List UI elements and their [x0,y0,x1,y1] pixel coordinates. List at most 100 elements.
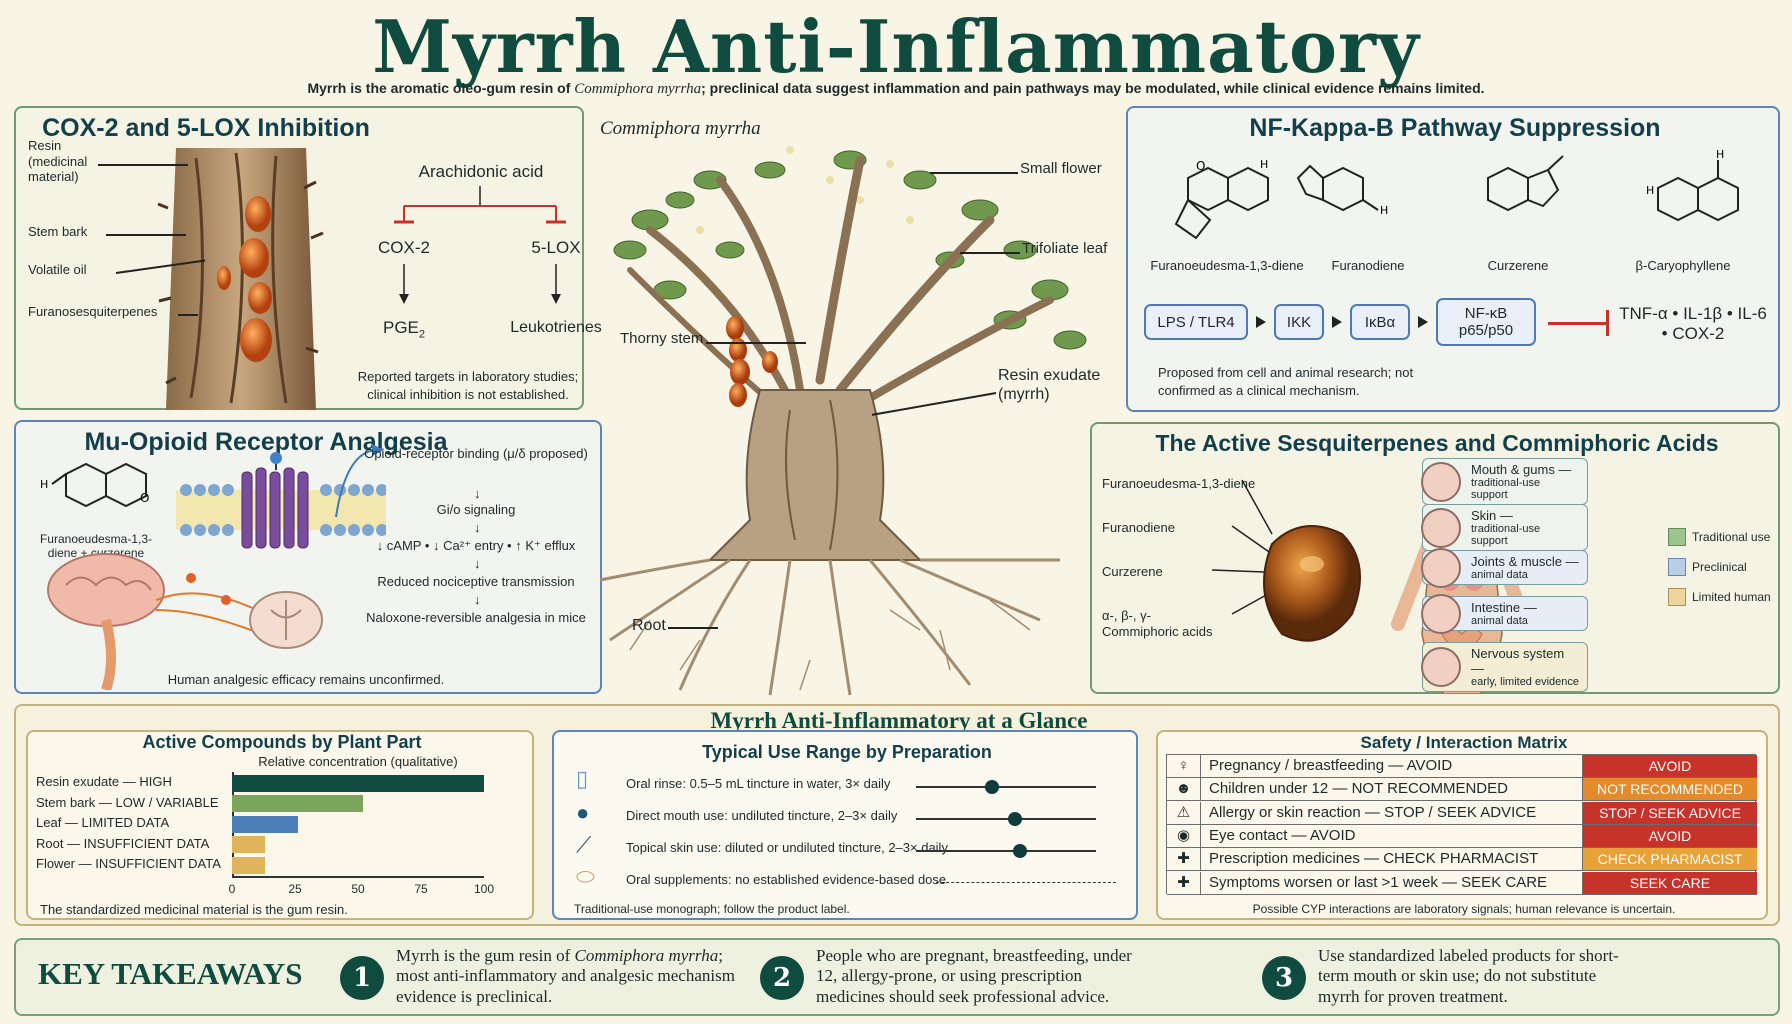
subtitle-pre: Myrrh is the aromatic oleo-gum resin of [307,80,575,96]
nfkb-compound-3: Curzerene [1487,258,1549,273]
organ-name: Mouth & gums — [1471,462,1572,477]
opioid-step-1: Opioid-receptor binding (μ/δ proposed) [364,446,588,461]
step-arrow: ↓ [474,486,481,501]
label-resin-exudate: Resin exudate (myrrh) [998,367,1101,404]
takeaway-number-1: 1 [340,956,384,1000]
organ-joints: Joints & muscle — animal data [1421,547,1588,588]
safety-title: Safety / Interaction Matrix [1360,733,1568,752]
label-trifoliate-leaf: Trifoliate leaf [1022,240,1108,257]
sesquiterpenes-panel: The Active Sesquiterpenes and Commiphori… [1090,422,1780,694]
organ-evidence: traditional-use support [1471,477,1541,501]
takeaway-text-2: People who are pregnant, breastfeeding, … [816,946,1132,1006]
cox-panel: COX-2 and 5-LOX Inhibition Resin (medici… [14,106,602,410]
subtitle-post: ; preclinical data suggest inflammation … [701,80,1485,96]
safety-icon: ✚ [1167,871,1201,894]
safety-text: Allergy or skin reaction — STOP / SEEK A… [1201,801,1583,824]
takeaway-1-pre: Myrrh is the gum resin of [396,946,575,965]
organ-evidence: animal data [1471,615,1528,627]
bar [232,836,265,853]
sesq-compound-4: α-, β-, γ- Commiphoric acids [1102,608,1213,639]
use-row-4: Oral supplements: no established evidenc… [626,872,947,887]
enzyme-cox2: COX-2 [378,238,430,257]
chart-note: The standardized medicinal material is t… [40,902,348,917]
organ-evidence: early, limited evidence [1471,676,1580,688]
opioid-step-3: ↓ cAMP • ↓ Ca²⁺ entry • ↑ K⁺ efflux [376,538,576,553]
takeaway-1-post: ; most anti-inflammatory and analgesic m… [396,946,735,1006]
receptor-membrane-illustration [176,452,386,549]
safety-row: ⚠Allergy or skin reaction — STOP / SEEK … [1167,801,1757,825]
opioid-title: Mu-Opioid Receptor Analgesia [84,428,448,456]
bar [232,774,484,792]
svg-text:O: O [1196,159,1205,173]
svg-text:O: O [140,491,149,505]
brain-icon [1421,647,1461,687]
step-arrow: ↓ [474,592,481,607]
intestine-icon [1421,593,1461,634]
safety-status: AVOID [1583,824,1757,847]
safety-icon: ◉ [1167,824,1201,847]
curved-arrow [335,444,384,518]
organ-name: Intestine — [1471,600,1537,615]
product-pge2: PGE2 [364,318,444,342]
safety-status: AVOID [1583,755,1757,777]
nfkb-title: NF-Kappa-B Pathway Suppression [1249,114,1661,142]
organ-evidence: traditional-use support [1471,523,1541,547]
opioid-note: Human analgesic efficacy remains unconfi… [167,672,445,687]
organ-name: Skin — [1471,508,1513,523]
takeaway-number-3: 3 [1262,956,1306,1000]
molecule-furanoeudesma: H O [40,462,149,508]
svg-text:H: H [40,478,48,491]
safety-row: ✚Prescription medicines — CHECK PHARMACI… [1167,848,1757,872]
use-row-1: Oral rinse: 0.5–5 mL tincture in water, … [626,776,891,791]
takeaways-panel: KEY TAKEAWAYS 1 Myrrh is the gum resin o… [14,938,1780,1016]
pge-sub: 2 [418,328,426,341]
organ-nervous-system: Nervous system — early, limited evidence [1421,642,1588,692]
brain-spine-illustration [47,553,323,690]
safety-note: Possible CYP interactions are laboratory… [1252,902,1676,916]
bar [232,815,298,833]
nfkb-compound-4: β-Caryophyllene [1635,258,1731,273]
leader-line [930,172,1018,174]
nfkb-molecules: O H H H H [1174,148,1739,240]
legend-swatch-preclinical [1668,558,1686,576]
bar [232,856,265,874]
x-tick-label: 0 [228,882,236,896]
safety-status: SEEK CARE [1583,871,1757,894]
page-subtitle: Myrrh is the aromatic oleo-gum resin of … [0,80,1792,98]
label-volatile-oil: Volatile oil [28,262,87,277]
bar-label: Leaf — LIMITED DATA [36,815,170,830]
x-tick-label: 25 [288,882,302,896]
sesq-compound-3: Curzerene [1102,564,1163,579]
enzyme-5lox: 5-LOX [531,238,581,257]
cox-pathway-lines [394,186,566,304]
leader-line [668,627,718,629]
step-arrow: ↓ [474,556,481,571]
leader-line [178,314,198,316]
cox-title: COX-2 and 5-LOX Inhibition [42,114,370,142]
nfkb-compound-2: Furanodiene [1331,258,1405,273]
label-thorny-stem: Thorny stem [620,330,704,347]
page-title: Myrrh Anti-Inflammatory [372,4,1420,89]
legend-label-limited: Limited human [1692,590,1771,604]
chart-subtitle: Relative concentration (qualitative) [258,754,458,769]
safety-text: Prescription medicines — CHECK PHARMACIS… [1201,848,1583,871]
safety-icon: ♀ [1167,755,1201,777]
takeaway-1-em: Commiphora myrrha [574,946,719,965]
range-marker [984,780,999,794]
range-marker [1008,812,1022,826]
svg-text:H: H [1260,158,1268,171]
label-stem-bark: Stem bark [28,224,88,239]
label-furanosesquiterpenes: Furanosesquiterpenes [28,304,158,319]
leader-line [98,164,188,166]
takeaway-text-1: Myrrh is the gum resin of Commiphora myr… [396,946,736,1007]
myrrh-tree-illustration [599,146,1087,696]
takeaway-text-3: Use standardized labeled products for sh… [1318,946,1619,1006]
species-label: Commiphora myrrha [600,118,761,139]
organ-name: Nervous system — [1471,646,1565,676]
leader-line [106,234,186,236]
dropper-icon: ⟋ [576,832,592,857]
x-tick-label: 75 [414,882,428,896]
